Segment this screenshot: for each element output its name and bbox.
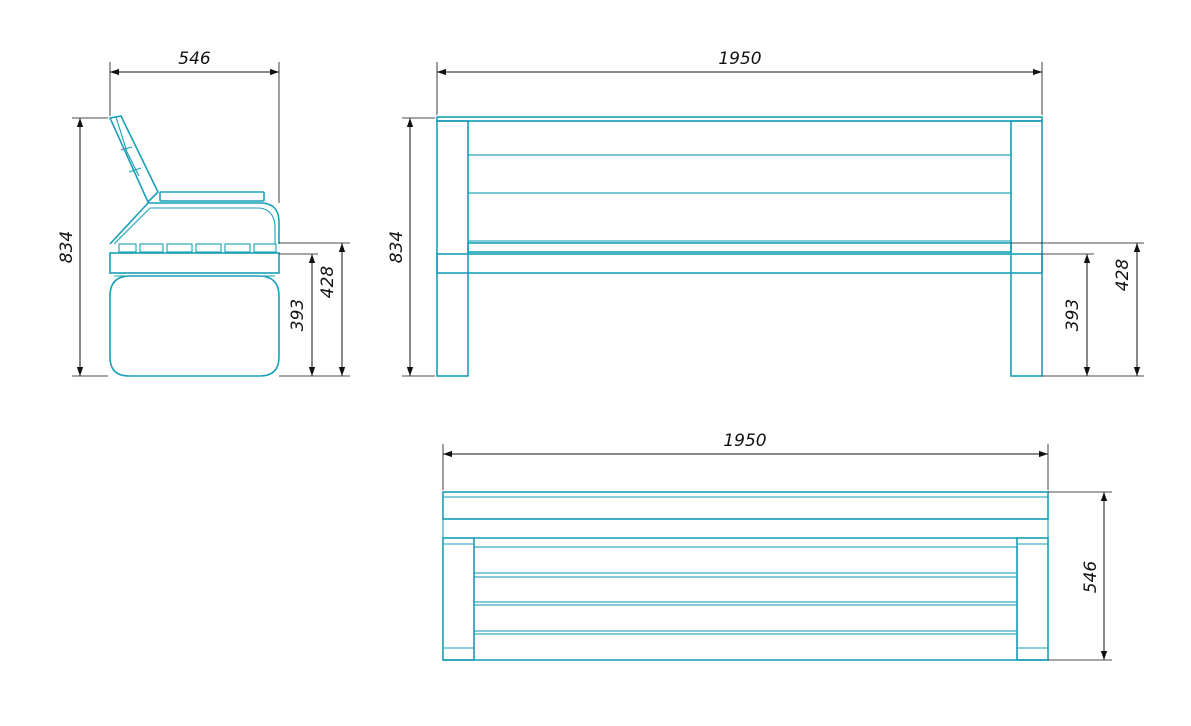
front-seat-height-label: 428 [1113,259,1133,292]
side-frame-upper [109,202,280,245]
side-frame-lower [109,275,280,377]
front-back-slat-3 [467,192,1012,242]
front-back-slat-1 [467,120,1012,156]
top-end-left [442,537,475,661]
top-length-label: 1950 [723,431,766,451]
front-seat-board [436,253,1043,274]
top-end-right [1016,537,1049,661]
front-leg-left [436,120,469,377]
side-armrest [159,191,265,202]
front-backrest-top [436,116,1043,122]
side-backrest-slat-line [115,116,140,177]
top-seat-slat-2 [473,576,1018,603]
front-leg-right [1010,120,1043,377]
side-height-label: 834 [57,231,77,263]
side-seat-slats [118,243,277,253]
front-back-slat-2 [467,154,1012,194]
side-view: 546 834 393 428 [57,49,350,377]
top-back-board-2 [442,518,1049,539]
side-backrest [108,115,159,204]
side-seat-height-label: 428 [318,266,338,299]
front-height-label: 834 [387,231,407,263]
front-length-label: 1950 [718,49,761,69]
top-seat-slat-1 [473,546,1018,574]
top-seat-slat-4 [473,633,1018,661]
front-view: 1950 834 393 428 [387,49,1144,377]
side-width-label: 546 [178,49,211,69]
top-back-board [442,491,1049,520]
side-seat-board [109,252,280,274]
top-depth-label: 546 [1081,561,1101,594]
top-view: 1950 546 [442,431,1112,661]
front-frame-height-label: 393 [1063,299,1083,331]
top-seat-slat-3 [473,604,1018,632]
side-frame-height-label: 393 [288,299,308,331]
front-seat-slat [467,242,1012,253]
